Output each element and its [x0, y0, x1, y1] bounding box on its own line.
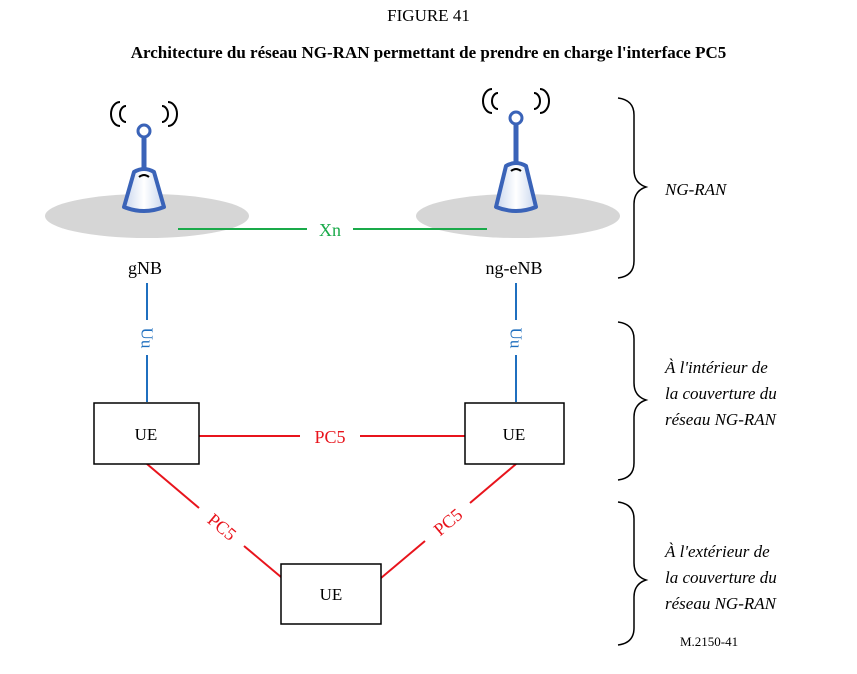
ue-box-left: UE — [93, 402, 200, 465]
xn-link: Xn — [178, 220, 487, 240]
pc5-link-middle: PC5 — [199, 427, 465, 447]
ue-label-right: UE — [503, 425, 526, 444]
uu-label-right: Uu — [507, 328, 526, 349]
uu-link-left: Uu — [138, 283, 157, 402]
region-label-outside-coverage: À l'extérieur de la couverture du réseau… — [665, 539, 777, 617]
figure-reference: M.2150-41 — [680, 634, 739, 649]
region-inside-line-1: À l'intérieur de — [665, 358, 768, 377]
ng-enb-label: ng-eNB — [486, 258, 543, 278]
ng-enb-antenna-icon — [482, 88, 550, 213]
gnb-antenna-icon — [110, 101, 178, 213]
xn-label: Xn — [319, 220, 341, 240]
uu-link-right: Uu — [507, 283, 526, 402]
region-label-inside-coverage: À l'intérieur de la couverture du réseau… — [665, 355, 777, 433]
ue-box-right: UE — [464, 402, 565, 465]
region-inside-line-3: réseau NG-RAN — [665, 410, 776, 429]
region-outside-line-2: la couverture du — [665, 568, 777, 587]
region-label-ng-ran: NG-RAN — [665, 180, 727, 199]
gnb-coverage-area — [45, 194, 249, 238]
ue-label-left: UE — [135, 425, 158, 444]
pc5-link-left: PC5 — [146, 463, 282, 578]
ue-label-bottom: UE — [320, 585, 343, 604]
ue-box-bottom: UE — [280, 563, 382, 625]
brace-inside-coverage — [617, 321, 649, 481]
pc5-label-left: PC5 — [204, 509, 241, 544]
brace-outside-coverage — [617, 501, 649, 646]
uu-label-left: Uu — [138, 328, 157, 349]
figure-number: FIGURE 41 — [387, 6, 470, 25]
brace-ng-ran — [617, 97, 649, 279]
pc5-label-right: PC5 — [430, 504, 467, 539]
figure-title: Architecture du réseau NG-RAN permettant… — [130, 43, 727, 62]
ng-enb-coverage-area — [416, 194, 620, 238]
region-inside-line-2: la couverture du — [665, 384, 777, 403]
region-outside-line-3: réseau NG-RAN — [665, 594, 776, 613]
region-outside-line-1: À l'extérieur de — [665, 542, 770, 561]
gnb-label: gNB — [128, 258, 162, 278]
pc5-link-right: PC5 — [380, 463, 517, 579]
pc5-label-middle: PC5 — [314, 427, 345, 447]
